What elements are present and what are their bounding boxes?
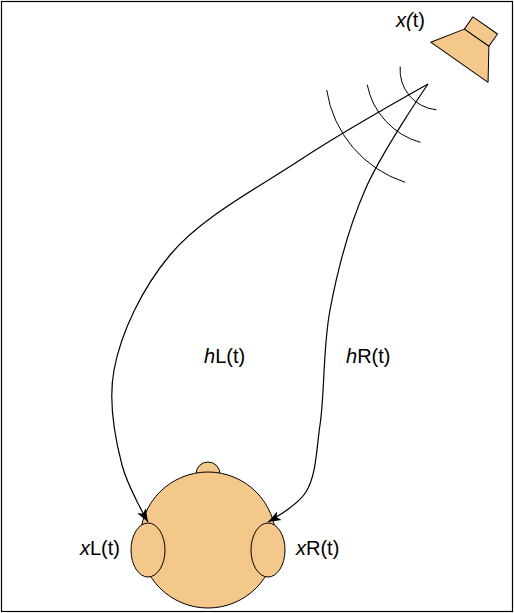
sound-wave bbox=[400, 67, 436, 110]
left-ear: xL(t) bbox=[130, 522, 166, 578]
left-transfer-path bbox=[112, 84, 428, 522]
signal-label: x(t) bbox=[396, 8, 425, 32]
right-ear: xR(t) bbox=[250, 522, 286, 578]
sound-waves bbox=[327, 67, 437, 183]
transfer-function-label: hR(t) bbox=[346, 344, 390, 368]
loudspeaker: x(t) bbox=[428, 14, 500, 84]
signal-label: xR(t) bbox=[296, 536, 339, 560]
right-transfer-path bbox=[268, 84, 428, 522]
transfer-function-label: hL(t) bbox=[204, 344, 245, 368]
ear-shape bbox=[130, 522, 166, 578]
ear-shape bbox=[250, 522, 286, 578]
ear-outline bbox=[251, 523, 285, 577]
ear-outline bbox=[131, 523, 165, 577]
signal-label: xL(t) bbox=[80, 536, 120, 560]
speaker-cone bbox=[431, 18, 506, 83]
speaker-shape bbox=[428, 14, 500, 84]
